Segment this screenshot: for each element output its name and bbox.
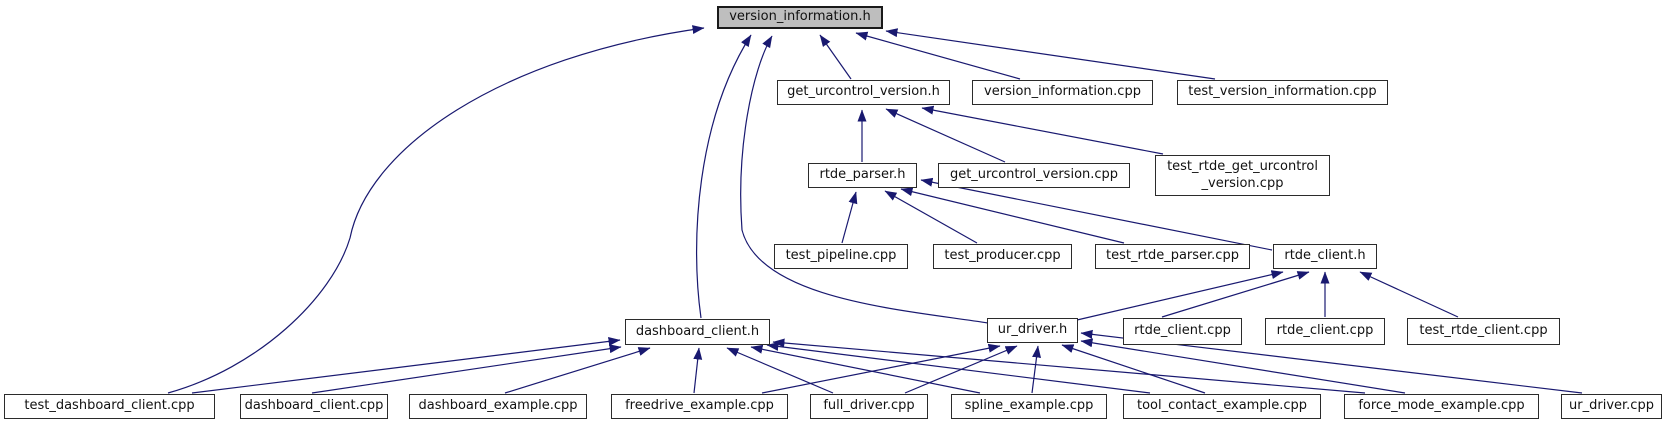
edge-18-dashboard_client.cpp (311, 344, 622, 394)
graph-node-rtde_client_cpp_1[interactable]: rtde_client.cpp (1123, 318, 1242, 345)
graph-node-test_version_information_cpp[interactable]: test_version_information.cpp (1177, 80, 1388, 105)
edge-19-dashboard_example.cpp (504, 347, 651, 394)
edge-1-dashboard_client.h (696, 34, 752, 319)
edge-28-tool_contact_example.cpp (1061, 344, 1206, 394)
graph-node-ur_driver_cpp[interactable]: ur_driver.cpp (1561, 394, 1662, 419)
graph-node-full_driver_cpp[interactable]: full_driver.cpp (810, 394, 928, 419)
edge-10-test_producer.cpp (884, 190, 978, 244)
graph-node-dashboard_example_cpp[interactable]: dashboard_example.cpp (409, 394, 587, 419)
edge-16-test_rtde_client.cpp (1359, 271, 1459, 318)
graph-node-rtde_parser_h[interactable]: rtde_parser.h (808, 163, 917, 188)
edge-14-rtde_client.cpp1 (1161, 271, 1310, 318)
edge-24-force_mode_example.cpp (772, 338, 1366, 394)
graph-node-spline_example_cpp[interactable]: spline_example.cpp (951, 394, 1107, 419)
dependency-edges (167, 25, 1583, 394)
edge-23-tool_contact_example.cpp (766, 341, 1151, 394)
edge-17-test_dashboard_client.cpp (191, 336, 621, 394)
graph-node-dashboard_client_h[interactable]: dashboard_client.h (625, 319, 770, 345)
graph-node-test_producer_cpp[interactable]: test_producer.cpp (933, 244, 1072, 269)
edge-27-spline_example.cpp (1031, 345, 1042, 394)
graph-node-freedrive_example_cpp[interactable]: freedrive_example.cpp (611, 394, 788, 419)
edge-9-test_pipeline.cpp (841, 191, 858, 244)
edge-25-freedrive_example.cpp (761, 343, 1001, 394)
graph-node-ur_driver_h[interactable]: ur_driver.h (987, 318, 1078, 343)
edge-8-test_rtde_get_urcontrol_version.cpp (921, 105, 1164, 155)
edge-20-freedrive_example.cpp (693, 347, 703, 394)
edge-12-rtde_client.h (920, 177, 1273, 251)
edge-3-get_urcontrol_version.h (819, 34, 852, 80)
edge-13-ur_driver.h (1076, 270, 1284, 321)
graph-node-rtde_client_cpp_2[interactable]: rtde_client.cpp (1265, 318, 1385, 345)
edge-5-test_version_information.cpp (885, 28, 1216, 80)
edge-11-test_rtde_parser.cpp (900, 187, 1125, 244)
graph-node-get_urcontrol_version_h[interactable]: get_urcontrol_version.h (777, 80, 950, 105)
edge-7-get_urcontrol_version.cpp (885, 108, 1006, 163)
edge-2-ur_driver.h (740, 35, 989, 324)
edge-26-full_driver.cpp (904, 345, 1018, 394)
graph-node-force_mode_example_cpp[interactable]: force_mode_example.cpp (1344, 394, 1539, 419)
graph-node-test_rtde_get_urcontrol_version_cpp[interactable]: test_rtde_get_urcontrol _version.cpp (1155, 155, 1330, 196)
graph-node-test_dashboard_client_cpp[interactable]: test_dashboard_client.cpp (4, 394, 215, 419)
graph-node-test_rtde_client_cpp[interactable]: test_rtde_client.cpp (1407, 318, 1560, 345)
graph-node-tool_contact_example_cpp[interactable]: tool_contact_example.cpp (1123, 394, 1321, 419)
graph-node-version_information_h[interactable]: version_information.h (717, 6, 883, 29)
edge-22-spline_example.cpp (750, 344, 981, 394)
graph-node-version_information_cpp[interactable]: version_information.cpp (972, 80, 1153, 105)
edge-0-test_dashboard_client_cpp (167, 25, 705, 394)
graph-node-get_urcontrol_version_cpp[interactable]: get_urcontrol_version.cpp (938, 163, 1130, 188)
graph-node-dashboard_client_cpp[interactable]: dashboard_client.cpp (240, 394, 388, 419)
edge-29-force_mode_example.cpp (1080, 338, 1406, 394)
graph-node-test_rtde_parser_cpp[interactable]: test_rtde_parser.cpp (1095, 244, 1250, 269)
graph-node-test_pipeline_cpp[interactable]: test_pipeline.cpp (774, 244, 908, 269)
graph-node-rtde_client_h[interactable]: rtde_client.h (1273, 244, 1377, 269)
edge-21-full_driver.cpp (726, 347, 834, 394)
edge-4-version_information.cpp (855, 31, 1021, 80)
